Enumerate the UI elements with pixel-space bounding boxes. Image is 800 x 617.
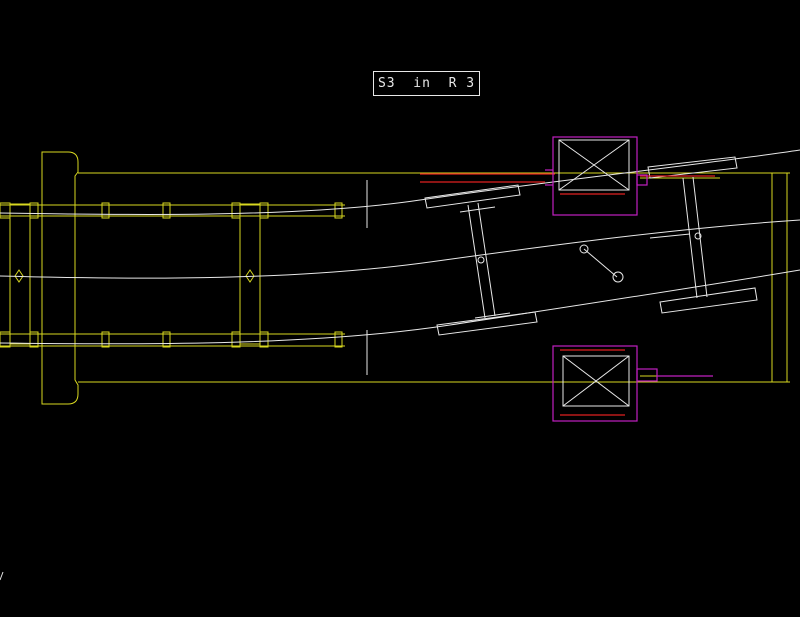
track-curve-top [0,149,800,216]
track-curves [0,149,800,581]
drawing-label: S3 in R 3 [373,71,480,96]
motor-crosses [558,139,630,407]
pivot-marker-left [14,269,24,283]
left-bogie [424,184,538,336]
link-end [612,271,624,283]
top-rail-assembly [0,202,345,219]
yellow-frame [0,151,790,405]
right-bogie [647,156,758,314]
motor-box-top [552,136,638,216]
red-lines [420,173,715,416]
pivot-marker-middle [245,269,255,283]
motor-box-bottom [552,345,638,422]
track-curve-bottom [0,269,800,345]
left-end-plate [41,151,79,405]
left-cross-bar [9,203,31,345]
bottom-rail-assembly [0,331,345,348]
motor-boxes [545,136,713,422]
middle-cross-bar [239,203,261,345]
track-curve-center [0,219,800,279]
center-pivot [579,244,589,254]
